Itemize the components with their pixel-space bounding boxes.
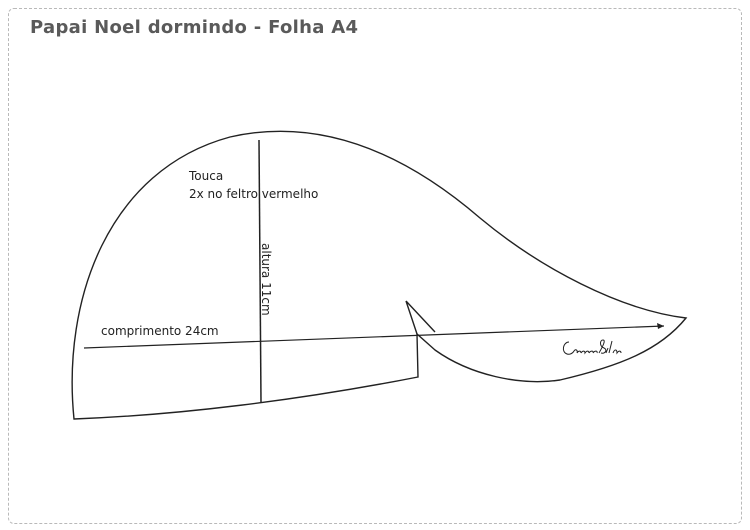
- length-label: comprimento 24cm: [101, 324, 219, 338]
- piece-label: Touca 2x no feltro vermelho: [189, 167, 318, 203]
- page-border: [8, 8, 742, 524]
- piece-name: Touca: [189, 169, 224, 183]
- length-line: [83, 325, 665, 349]
- hat-notch: [405, 300, 436, 335]
- height-line: [258, 139, 262, 403]
- signature-mark: [562, 339, 622, 355]
- piece-instruction: 2x no feltro vermelho: [189, 187, 319, 201]
- height-label: altura 11cm: [259, 243, 273, 316]
- hat-outline: [71, 130, 688, 420]
- arrow-head-icon: [657, 323, 664, 329]
- page-title: Papai Noel dormindo - Folha A4: [30, 17, 359, 38]
